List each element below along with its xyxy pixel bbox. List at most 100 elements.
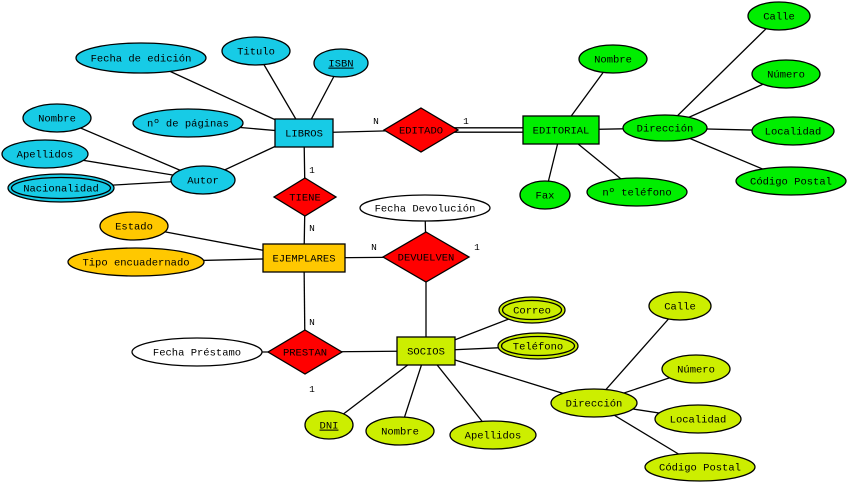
attribute-label: Dirección xyxy=(637,124,694,136)
attribute-fecha-devolucion: Fecha Devolución xyxy=(359,194,491,222)
attribute-ellipse xyxy=(751,116,835,146)
attribute-ellipse xyxy=(747,1,811,31)
entity-socios: SOCIOS xyxy=(396,336,456,366)
entity-box xyxy=(396,336,456,366)
cardinality-editado-n: N xyxy=(373,116,379,127)
attribute-autor: Autor xyxy=(170,165,236,195)
attribute-label: Calle xyxy=(763,12,795,24)
attribute-so-calle: Calle xyxy=(648,291,712,321)
attribute-ellipse xyxy=(132,108,244,138)
attribute-ed-direccion: Dirección xyxy=(622,114,708,142)
attribute-ellipse xyxy=(67,247,205,277)
attribute-label: Calle xyxy=(664,302,696,314)
attribute-so-localidad: Localidad xyxy=(654,404,742,434)
attribute-so-apellidos: Apellidos xyxy=(449,420,537,450)
attribute-label: Código Postal xyxy=(659,463,741,475)
relation-label: PRESTAN xyxy=(283,348,327,360)
attribute-ellipse xyxy=(131,337,263,367)
attribute-label: Fecha de edición xyxy=(91,54,192,66)
attribute-ellipse xyxy=(7,173,115,203)
attribute-label: Estado xyxy=(115,222,153,234)
entity-label: LIBROS xyxy=(285,129,323,141)
attribute-label: DNI xyxy=(320,421,339,433)
attribute-tipo-encuadernado: Tipo encuadernado xyxy=(67,247,205,277)
relation-devuelven: DEVUELVEN xyxy=(381,231,471,283)
attribute-ellipse xyxy=(170,165,236,195)
attribute-autor-apellidos: Apellidos xyxy=(1,139,89,169)
attribute-label: Fax xyxy=(536,191,555,203)
attribute-ellipse xyxy=(661,354,731,384)
attribute-ellipse xyxy=(365,416,435,446)
attribute-label: Correo xyxy=(513,306,551,318)
attribute-dni: DNI xyxy=(304,410,354,440)
attribute-ellipse xyxy=(519,180,571,210)
cardinality-prestan-1: 1 xyxy=(309,384,315,395)
cardinality-prestan-n: N xyxy=(309,317,315,328)
entity-label: EJEMPLARES xyxy=(272,254,335,266)
attribute-fecha-prestamo: Fecha Préstamo xyxy=(131,337,263,367)
attribute-so-direccion: Dirección xyxy=(550,388,638,418)
attribute-so-nombre: Nombre xyxy=(365,416,435,446)
entity-box xyxy=(262,243,346,273)
entity-libros: LIBROS xyxy=(274,118,334,148)
multivalued-inner-ellipse xyxy=(500,335,576,357)
attribute-num-paginas: nº de páginas xyxy=(132,108,244,138)
attribute-label: Teléfono xyxy=(513,342,563,354)
entity-box xyxy=(522,115,600,145)
attribute-fecha-edicion: Fecha de edición xyxy=(75,42,207,74)
relation-diamond xyxy=(266,329,344,375)
attribute-autor-nombre: Nombre xyxy=(22,103,92,133)
attribute-ed-calle: Calle xyxy=(747,1,811,31)
cardinality-devuelven-n: N xyxy=(371,242,377,253)
attribute-label: Nacionalidad xyxy=(23,184,99,196)
attribute-ellipse xyxy=(497,332,579,360)
attribute-label: Nombre xyxy=(594,55,632,67)
relation-diamond xyxy=(381,231,471,283)
cardinality-devuelven-1: 1 xyxy=(474,242,480,253)
entity-ejemplares: EJEMPLARES xyxy=(262,243,346,273)
attribute-label: Autor xyxy=(187,176,219,188)
relation-label: TIENE xyxy=(289,193,321,205)
attribute-ellipse xyxy=(99,211,169,241)
attribute-ed-nombre: Nombre xyxy=(578,44,648,74)
relation-label: EDITADO xyxy=(399,126,443,138)
attribute-titulo: Titulo xyxy=(221,36,291,66)
cardinality-tiene-n: N xyxy=(309,223,315,234)
attribute-label: nº de páginas xyxy=(147,119,229,131)
attribute-label: Localidad xyxy=(670,415,727,427)
relation-editado: EDITADO xyxy=(382,107,460,153)
attribute-label: nº teléfono xyxy=(602,188,671,200)
attribute-label: Número xyxy=(767,70,805,82)
attribute-so-telefono: Teléfono xyxy=(497,332,579,360)
attribute-ed-telefono: nº teléfono xyxy=(586,177,688,207)
attribute-correo: Correo xyxy=(498,296,566,324)
attribute-ellipse xyxy=(75,42,207,74)
relation-tiene: TIENE xyxy=(272,177,338,217)
entity-editorial: EDITORIAL xyxy=(522,115,600,145)
attribute-so-numero: Número xyxy=(661,354,731,384)
relation-diamond xyxy=(382,107,460,153)
attribute-ellipse xyxy=(304,410,354,440)
attribute-ellipse xyxy=(578,44,648,74)
attribute-label: Apellidos xyxy=(465,431,522,443)
attribute-so-codigo-postal: Código Postal xyxy=(644,452,756,482)
attribute-autor-nacionalidad: Nacionalidad xyxy=(7,173,115,203)
multivalued-inner-ellipse xyxy=(501,299,563,321)
relation-label: DEVUELVEN xyxy=(398,253,455,265)
relation-diamond xyxy=(272,177,338,217)
attribute-ed-numero: Número xyxy=(751,59,821,89)
attribute-estado: Estado xyxy=(99,211,169,241)
cardinality-editado-1: 1 xyxy=(463,116,469,127)
attribute-ellipse xyxy=(654,404,742,434)
attribute-ellipse xyxy=(622,114,708,142)
attribute-label: Nombre xyxy=(38,114,76,126)
attribute-label: Apellidos xyxy=(17,150,74,162)
attribute-label: Número xyxy=(677,365,715,377)
attribute-label: ISBN xyxy=(328,59,353,71)
attribute-ed-fax: Fax xyxy=(519,180,571,210)
attribute-ellipse xyxy=(449,420,537,450)
attribute-ellipse xyxy=(735,166,847,196)
